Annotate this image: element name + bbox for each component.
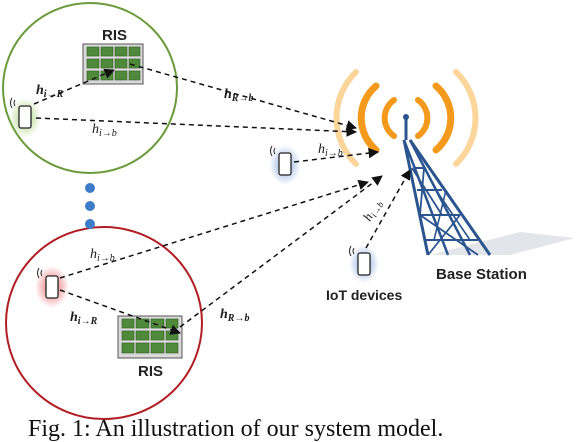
- base-station-tower-icon: [402, 118, 492, 256]
- iot-device-middle-icon: [269, 145, 301, 185]
- top-cluster-circle: [2, 2, 178, 174]
- arrow-top-device-to-bs: [35, 117, 358, 137]
- arrow-top-ris-to-bs: [129, 63, 358, 131]
- label-h-Rb-bottom: hR→b: [220, 307, 249, 324]
- ris-top-label: RIS: [102, 27, 127, 44]
- ellipsis-dot-2: [85, 201, 95, 211]
- label-h-iR-bottom: hi→R: [70, 310, 98, 327]
- arrow-bottom-ris-to-bs: [179, 175, 383, 328]
- iot-device-bottom-icon: [35, 266, 69, 308]
- signal-arcs-icon: [333, 69, 479, 167]
- tower-shadow: [430, 232, 575, 255]
- tower-antenna-tip: [403, 114, 409, 120]
- label-h-Rb-top: hR→b: [224, 87, 253, 104]
- arrow-right-device-to-bs: [365, 169, 411, 249]
- label-h-iR-top: hi→R: [36, 83, 64, 100]
- base-station-label: Base Station: [436, 266, 527, 283]
- iot-devices-label: IoT devices: [326, 287, 402, 303]
- label-h-ib-middle: hi→b: [318, 142, 343, 159]
- iot-device-top-icon: [9, 97, 41, 138]
- label-h-ib-bottom: hi→b: [90, 247, 115, 264]
- arrow-bottom-device-to-ris: [59, 289, 181, 335]
- ellipsis-dot-1: [85, 183, 95, 193]
- channel-arrows: [33, 63, 411, 335]
- figure-caption: Fig. 1: An illustration of our system mo…: [28, 416, 443, 442]
- bottom-cluster-circle: [5, 226, 203, 420]
- ellipsis-dot-3: [85, 219, 95, 229]
- ris-panel-top: [82, 43, 144, 85]
- ris-panel-bottom: [117, 315, 183, 359]
- ris-bottom-label: RIS: [138, 363, 163, 380]
- label-h-ib-top: hi→b: [92, 122, 117, 139]
- iot-device-right-icon: [349, 245, 379, 283]
- arrow-top-device-to-ris: [33, 68, 115, 105]
